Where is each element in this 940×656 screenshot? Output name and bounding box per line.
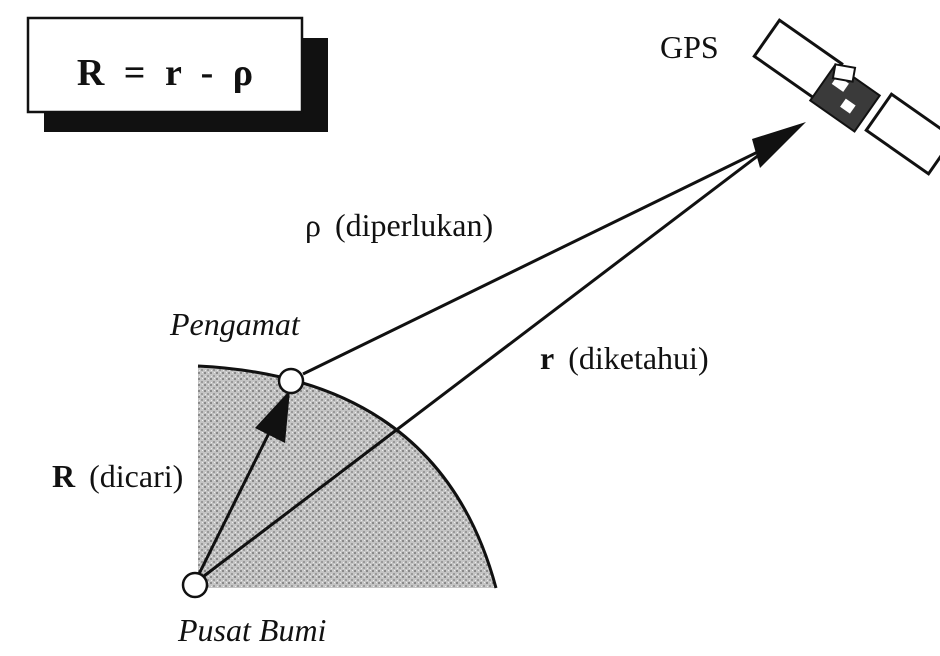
observer-point: [277, 367, 305, 395]
gps-label: GPS: [660, 29, 719, 65]
vector-R: [196, 390, 290, 577]
formula-equals: =: [124, 52, 146, 94]
formula-box: R = r - ρ: [26, 16, 328, 132]
R-note: (dicari): [89, 458, 183, 494]
rho-symbol: ρ: [305, 207, 321, 243]
satellite-arrowhead: [752, 122, 806, 168]
satellite-icon: [752, 18, 940, 176]
formula-lhs: R: [77, 52, 105, 94]
rho-note: (diperlukan): [335, 207, 493, 243]
earth-center-label: Pusat Bumi: [177, 612, 326, 648]
formula-r: r: [165, 52, 182, 94]
R-symbol: R: [52, 458, 76, 494]
R-label: R (dicari): [52, 458, 183, 494]
earth-center-point: [181, 571, 209, 599]
observer-label: Pengamat: [169, 306, 301, 342]
vector-rho: [302, 143, 773, 376]
earth-surface-arc: [197, 364, 498, 589]
rho-label: ρ (diperlukan): [305, 207, 493, 243]
r-symbol: r: [540, 340, 554, 376]
formula-minus: -: [201, 52, 214, 94]
r-label: r (diketahui): [540, 340, 709, 376]
r-note: (diketahui): [568, 340, 708, 376]
formula-rho: ρ: [233, 52, 253, 94]
formula-text: R = r - ρ: [77, 52, 253, 94]
vector-r: [203, 143, 773, 578]
